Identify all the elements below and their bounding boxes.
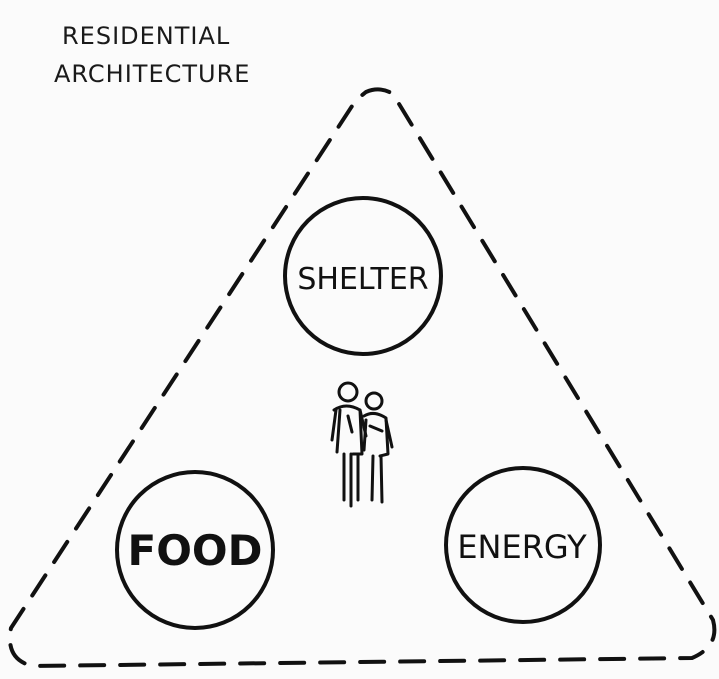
food-node: FOOD [115, 470, 275, 630]
dashed-triangle [8, 87, 717, 669]
energy-node: ENERGY [444, 466, 602, 624]
energy-circle [444, 466, 602, 624]
shelter-circle [283, 196, 443, 356]
food-label: FOOD [128, 526, 263, 575]
energy-label: ENERGY [457, 528, 587, 566]
people-icon [330, 381, 394, 508]
shelter-label: SHELTER [297, 262, 428, 297]
title-line-1: RESIDENTIAL [62, 22, 230, 50]
shelter-node: SHELTER [283, 196, 443, 356]
title-line-2: ARCHITECTURE [54, 60, 250, 88]
diagram-title: RESIDENTIAL ARCHITECTURE [54, 22, 250, 88]
food-circle [115, 470, 275, 630]
